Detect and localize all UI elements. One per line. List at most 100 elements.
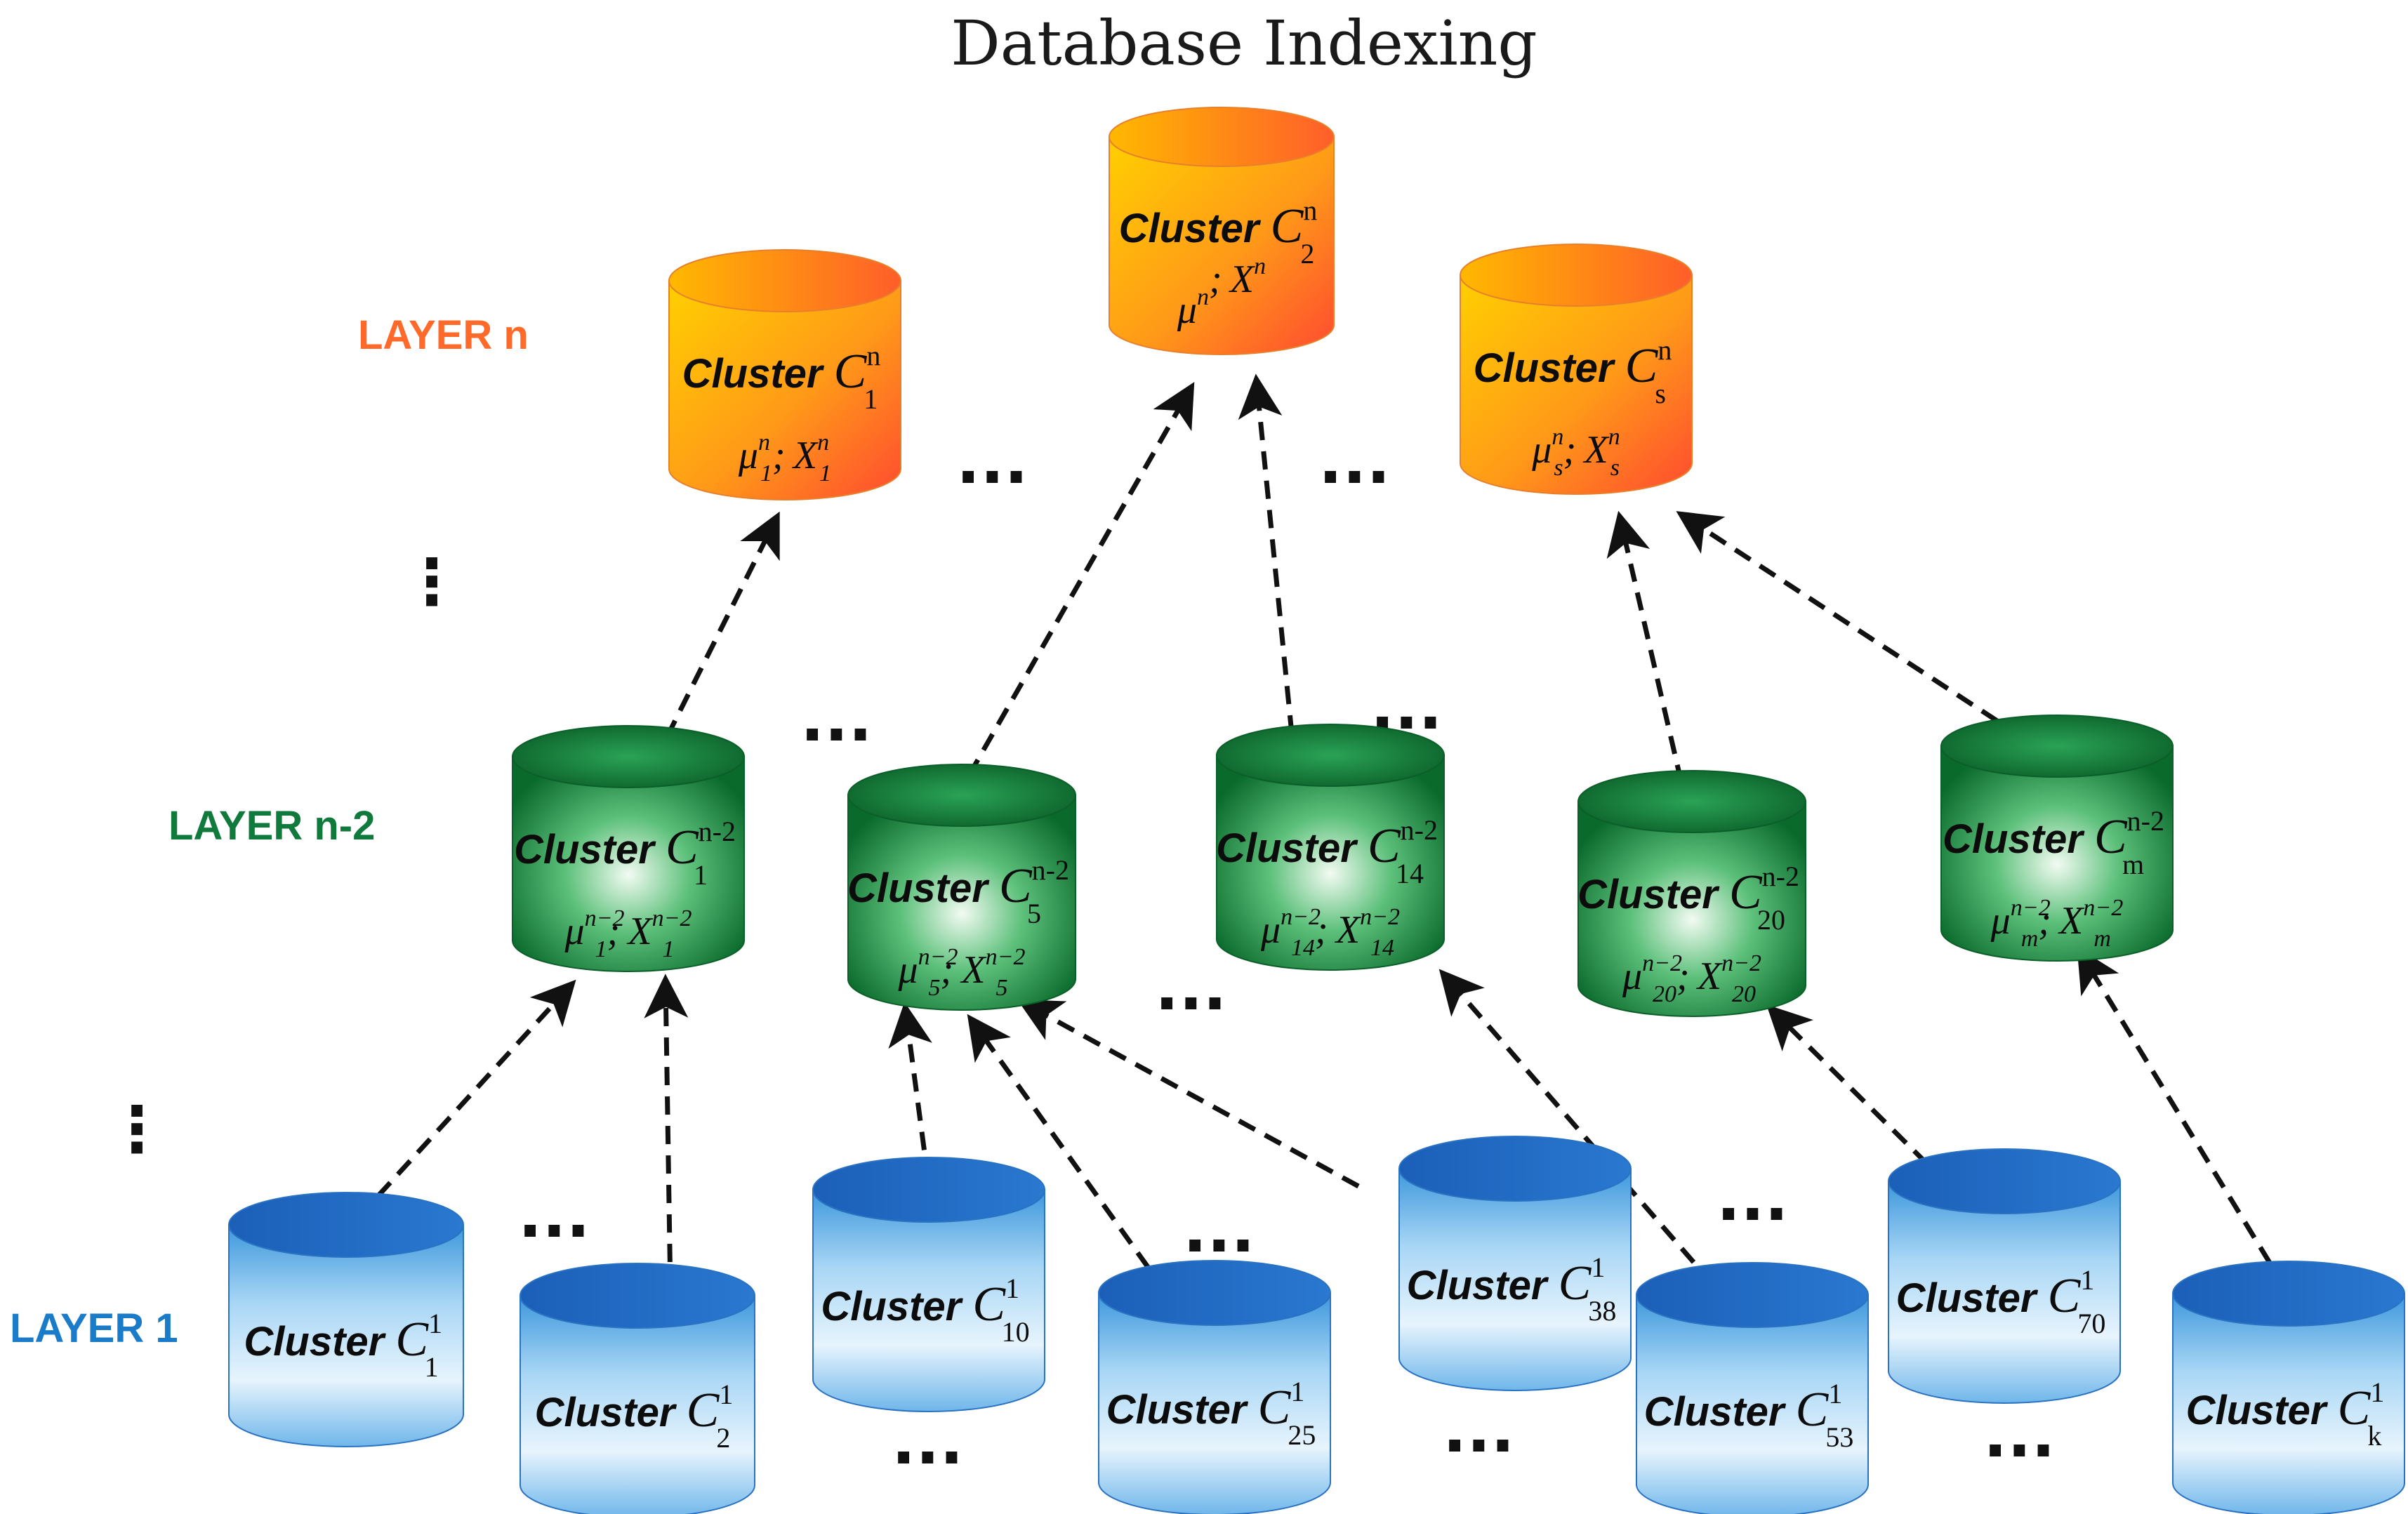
edge-arrow-g20-to-ns <box>1606 510 1684 783</box>
cylinder-top <box>1636 1262 1869 1328</box>
vertical-ellipsis-lower: ⋮ <box>105 1093 168 1167</box>
cylinder-top <box>1888 1148 2121 1214</box>
cylinder-body <box>512 756 745 972</box>
layer-n-2-label: LAYER n-2 <box>168 803 375 849</box>
ellipsis: ... <box>518 1178 590 1252</box>
cylinder-body <box>812 1189 1045 1412</box>
cylinder-body <box>520 1295 755 1514</box>
ellipsis: ... <box>1155 951 1227 1025</box>
cylinder-top <box>2172 1261 2405 1327</box>
edge-arrow-b1-to-g1 <box>356 979 576 1220</box>
cylinder-top <box>1460 244 1693 307</box>
cylinder-body <box>1216 755 1445 971</box>
vertical-ellipsis-upper: ⋮ <box>400 545 463 619</box>
ellipsis: ... <box>1983 1398 2056 1472</box>
ellipsis: ... <box>1318 425 1391 498</box>
cylinder-body <box>228 1224 464 1447</box>
edge-arrow-b38-to-g5 <box>1017 999 1360 1189</box>
edge-arrow-g5-to-n2 <box>966 382 1195 777</box>
cylinder-body <box>1109 136 1335 355</box>
ellipsis: ... <box>1716 1162 1789 1235</box>
cylinder-top <box>1577 770 1806 833</box>
layer-n-label: LAYER n <box>358 312 529 358</box>
diagram-title: Database Indexing <box>951 7 1537 79</box>
cylinder-top <box>520 1263 755 1329</box>
cylinder-top <box>812 1157 1045 1223</box>
cylinder-top <box>1098 1260 1331 1326</box>
cylinder-body <box>2172 1293 2405 1514</box>
ellipsis: ... <box>1443 1393 1515 1467</box>
ellipsis: ... <box>1183 1193 1255 1267</box>
cylinder-body <box>668 280 901 500</box>
edge-arrow-b53-to-g14 <box>1438 969 1715 1287</box>
edge-arrow-g14-to-n2 <box>1238 373 1295 734</box>
cylinder-top <box>1216 724 1445 787</box>
edge-group <box>356 373 2287 1294</box>
ellipsis: ... <box>800 682 873 756</box>
edge-arrow-g1-to-n1 <box>664 511 780 738</box>
edge-arrow-b10-to-g5 <box>888 1002 932 1180</box>
cluster-stat: μn; Xn <box>1177 253 1266 332</box>
edge-arrow-gm-to-ns <box>1676 511 2023 739</box>
layer-1-label: LAYER 1 <box>10 1306 178 1351</box>
cylinder-body <box>1460 274 1693 495</box>
cylinder-body <box>1940 745 2174 962</box>
ellipsis-group: ... ... ... ... ... ... ... ... ... ... … <box>518 425 2056 1479</box>
cylinder-top <box>512 725 745 788</box>
cylinder-top <box>1398 1136 1632 1202</box>
cylinder-top <box>1109 107 1335 167</box>
cylinder-body <box>1577 801 1806 1017</box>
edge-arrow-b25-to-g5 <box>967 1014 1167 1294</box>
cylinder-body <box>1398 1168 1632 1391</box>
cylinder-body <box>847 795 1076 1011</box>
cylinder-body <box>1098 1292 1331 1514</box>
edge-arrow-bk-to-gm <box>2077 947 2287 1289</box>
cylinder-top <box>668 249 901 312</box>
cylinder-top <box>228 1192 464 1258</box>
ellipsis: ... <box>892 1405 964 1479</box>
cylinder-body <box>1636 1294 1869 1514</box>
edge-arrow-b70-to-g20 <box>1766 1004 1929 1166</box>
ellipsis: ... <box>956 425 1028 498</box>
cylinder-top <box>1940 715 2174 778</box>
